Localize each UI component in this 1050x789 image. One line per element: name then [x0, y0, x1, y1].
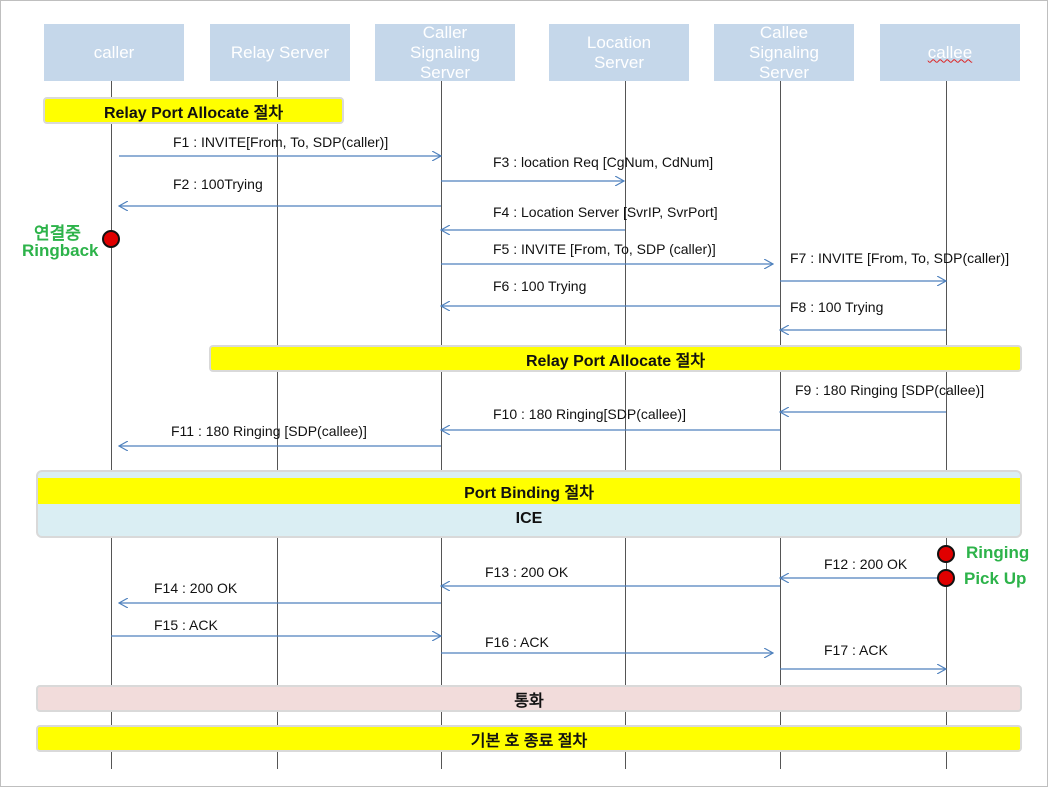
actor-label: Caller Signaling Server — [410, 22, 480, 82]
event-ringing-dot — [937, 545, 955, 563]
phase-label: ICE — [515, 510, 543, 527]
msg-label-f10: F10 : 180 Ringing[SDP(callee)] — [493, 406, 686, 422]
event-ringback-en: Ringback — [22, 241, 99, 260]
actor-label: Location Server — [586, 32, 652, 72]
actor-label: callee — [927, 42, 973, 62]
actor-callee: callee — [880, 24, 1020, 81]
actor-caller-signaling-server: Caller Signaling Server — [375, 22, 515, 82]
actor-location-server: Location Server — [549, 24, 689, 81]
msg-label-f14: F14 : 200 OK — [154, 580, 238, 596]
msg-label-f16: F16 : ACK — [485, 634, 549, 650]
phase-label: 기본 호 종료 절차 — [470, 732, 588, 750]
phase-ice: ICE — [38, 504, 1020, 534]
phase-label: Port Binding 절차 — [464, 485, 594, 502]
phase-label: Relay Port Allocate 절차 — [525, 352, 706, 370]
msg-label-f15: F15 : ACK — [154, 617, 218, 633]
actor-label: caller — [93, 42, 135, 62]
event-pickup: Pick Up — [964, 569, 1027, 588]
actor-label: Callee Signaling Server — [749, 22, 819, 82]
phase-talk: 통화 — [36, 685, 1022, 712]
phase-label: Relay Port Allocate 절차 — [103, 104, 284, 122]
lifeline-relay-server — [277, 81, 278, 769]
phase-relay-port-allocate-1: Relay Port Allocate 절차 — [43, 97, 344, 124]
msg-label-f13: F13 : 200 OK — [485, 564, 569, 580]
event-ringback-ko: 연결중 — [34, 224, 81, 243]
msg-label-f1: F1 : INVITE[From, To, SDP(caller)] — [173, 134, 389, 150]
actor-relay-server: Relay Server — [210, 24, 350, 81]
event-ringback-dot — [102, 230, 120, 248]
actor-label: Relay Server — [230, 42, 330, 62]
msg-label-f12: F12 : 200 OK — [824, 556, 908, 572]
phase-relay-port-allocate-2: Relay Port Allocate 절차 — [209, 345, 1022, 372]
lifeline-caller — [111, 81, 112, 769]
actor-callee-signaling-server: Callee Signaling Server — [714, 22, 854, 82]
phase-port-binding: Port Binding 절차 — [38, 478, 1020, 504]
msg-label-f3: F3 : location Req [CgNum, CdNum] — [493, 154, 714, 170]
phase-label: 통화 — [514, 692, 544, 710]
msg-label-f2: F2 : 100Trying — [173, 176, 263, 192]
phase-port-binding-panel: Port Binding 절차 ICE — [36, 470, 1022, 538]
phase-call-release: 기본 호 종료 절차 — [36, 725, 1022, 752]
msg-label-f8: F8 : 100 Trying — [790, 299, 884, 315]
msg-label-f5: F5 : INVITE [From, To, SDP (caller)] — [493, 241, 716, 257]
event-ringing: Ringing — [966, 543, 1030, 562]
lifeline-callee — [946, 81, 947, 769]
lifeline-callee-signaling-server — [780, 81, 781, 769]
actor-caller: caller — [44, 24, 184, 81]
msg-label-f11: F11 : 180 Ringing [SDP(callee)] — [171, 423, 367, 439]
msg-label-f4: F4 : Location Server [SvrIP, SvrPort] — [493, 204, 718, 220]
msg-label-f6: F6 : 100 Trying — [493, 278, 587, 294]
msg-label-f7: F7 : INVITE [From, To, SDP(caller)] — [790, 250, 1010, 266]
lifeline-location-server — [625, 81, 626, 769]
msg-label-f17: F17 : ACK — [824, 642, 888, 658]
event-pickup-dot — [937, 569, 955, 587]
msg-label-f9: F9 : 180 Ringing [SDP(callee)] — [795, 382, 985, 398]
